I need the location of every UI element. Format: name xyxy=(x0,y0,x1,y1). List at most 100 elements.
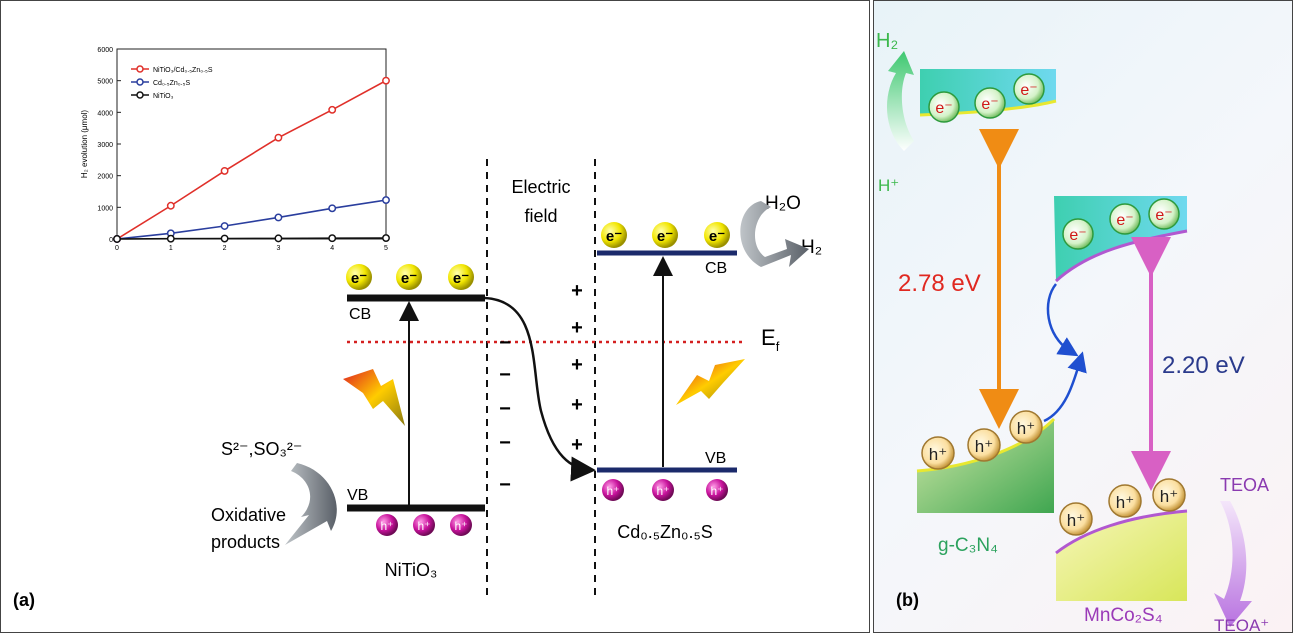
data-point xyxy=(382,76,390,85)
y-tick-label: 5000 xyxy=(97,79,113,86)
hole-label: h⁺ xyxy=(1017,419,1035,438)
hole-label: h⁺ xyxy=(710,484,723,498)
czs-label: Cd₀.₅Zn₀.₅S xyxy=(617,522,712,542)
data-point xyxy=(166,234,175,243)
y-tick-label: 2000 xyxy=(97,174,113,181)
mcs-electrons: e⁻ e⁻ e⁻ xyxy=(1062,198,1180,250)
plus-sign: + xyxy=(571,354,583,376)
oxidative-label-2: products xyxy=(211,532,280,552)
data-point xyxy=(328,234,337,243)
hole-label: h⁺ xyxy=(1160,487,1178,506)
electric-field-label: Electric xyxy=(511,177,570,197)
teoa-oxidation-arrow-icon xyxy=(1214,501,1252,627)
electron-label: e⁻ xyxy=(981,96,998,113)
x-tick-label: 0 xyxy=(115,245,119,252)
h2o-reduction-arrow-icon xyxy=(740,201,809,267)
plus-sign: + xyxy=(571,317,583,339)
electron-transfer-arrow xyxy=(1046,283,1079,357)
panel-b-diagram: e⁻ e⁻ e⁻ e⁻ e⁻ e⁻ h⁺ h⁺ h⁺ h⁺ h⁺ h⁺ 2.78… xyxy=(876,30,1269,635)
oxidative-label: Oxidative xyxy=(211,505,286,525)
legend-label: NiTiO₃ xyxy=(153,93,174,100)
hplus-label: H⁺ xyxy=(878,176,899,195)
nitio3-electrons: e⁻ e⁻ e⁻ xyxy=(346,264,474,290)
czs-vb-label: VB xyxy=(705,450,726,467)
minus-sign: − xyxy=(499,364,511,386)
panel-b: e⁻ e⁻ e⁻ e⁻ e⁻ e⁻ h⁺ h⁺ h⁺ h⁺ h⁺ h⁺ 2.78… xyxy=(873,0,1293,635)
y-tick-label: 4000 xyxy=(97,110,113,117)
hole-transfer-arrow xyxy=(1043,351,1087,423)
x-tick-label: 1 xyxy=(169,245,173,252)
oxidation-arrow-icon xyxy=(285,463,337,545)
data-point xyxy=(113,235,121,243)
gcn-bandgap-label: 2.78 eV xyxy=(898,270,981,297)
electron-label: e⁻ xyxy=(1116,212,1133,229)
y-axis-label: H₂ evolution (μmol) xyxy=(80,110,89,179)
hole-label: h⁺ xyxy=(606,484,619,498)
series-line xyxy=(116,237,387,240)
light-bolt-icon xyxy=(343,369,405,426)
electric-field-label-2: field xyxy=(524,206,557,226)
electron-label: e⁻ xyxy=(1069,227,1086,244)
hole-label: h⁺ xyxy=(380,519,393,533)
gcn-vb-block xyxy=(917,419,1054,513)
fermi-level-label: Ef xyxy=(761,325,780,354)
mcs-vb-block xyxy=(1056,511,1187,601)
hole-label: h⁺ xyxy=(454,519,467,533)
data-point xyxy=(274,213,283,222)
minus-sign: − xyxy=(499,432,511,454)
electron-label: e⁻ xyxy=(606,228,622,245)
x-tick-label: 2 xyxy=(223,245,227,252)
electron-label: e⁻ xyxy=(657,228,673,245)
data-point xyxy=(328,204,337,213)
czs-electrons: e⁻ e⁻ e⁻ xyxy=(601,222,730,248)
y-tick-label: 3000 xyxy=(97,142,113,149)
panel-b-label: (b) xyxy=(896,590,919,610)
series-line xyxy=(116,199,387,240)
data-point xyxy=(328,105,337,114)
electron-label: e⁻ xyxy=(453,270,469,287)
y-tick-label: 1000 xyxy=(97,205,113,212)
series-line xyxy=(116,79,387,240)
y-tick-label: 0 xyxy=(109,237,113,244)
h2-evolution-arrow-icon xyxy=(886,51,914,151)
h2-label: H₂ xyxy=(801,237,822,258)
legend-label: Cd₀.₅Zn₀.₅S xyxy=(153,80,190,87)
plus-sign: + xyxy=(571,434,583,456)
legend-marker xyxy=(136,65,144,73)
hole-label: h⁺ xyxy=(1067,511,1085,530)
light-bolt-icon xyxy=(676,359,745,405)
x-tick-label: 4 xyxy=(330,245,334,252)
data-point xyxy=(220,234,229,243)
data-point xyxy=(382,196,390,205)
minus-sign: − xyxy=(499,474,511,496)
hole-label: h⁺ xyxy=(975,437,993,456)
data-point xyxy=(220,222,229,230)
chart-frame xyxy=(116,48,387,240)
data-point xyxy=(220,166,229,175)
teoa-label: TEOA xyxy=(1220,475,1269,495)
electron-label: e⁻ xyxy=(709,228,725,245)
plus-sign: + xyxy=(571,280,583,302)
x-tick-label: 5 xyxy=(384,245,388,252)
czs-cb-label: CB xyxy=(705,260,727,277)
nitio3-cb-label: CB xyxy=(349,306,371,323)
data-point xyxy=(274,133,283,142)
gcn-holes: h⁺ h⁺ h⁺ xyxy=(921,410,1043,470)
nitio3-holes: h⁺ h⁺ h⁺ xyxy=(376,514,472,536)
electron-transfer-arrow xyxy=(484,296,596,482)
gcn-label: g-C₃N₄ xyxy=(938,535,998,556)
hole-label: h⁺ xyxy=(1116,493,1134,512)
data-point xyxy=(274,234,283,243)
data-point xyxy=(166,201,175,210)
electron-label: e⁻ xyxy=(401,270,417,287)
legend-marker xyxy=(136,91,144,99)
hole-label: h⁺ xyxy=(656,484,669,498)
electron-label: e⁻ xyxy=(935,100,952,117)
gcn-electrons: e⁻ e⁻ e⁻ xyxy=(928,73,1045,123)
h2o-label: H₂O xyxy=(765,193,801,214)
y-tick-label: 6000 xyxy=(97,47,113,54)
teoa-plus-label: TEOA⁺ xyxy=(1214,616,1269,634)
minus-sign: − xyxy=(499,398,511,420)
